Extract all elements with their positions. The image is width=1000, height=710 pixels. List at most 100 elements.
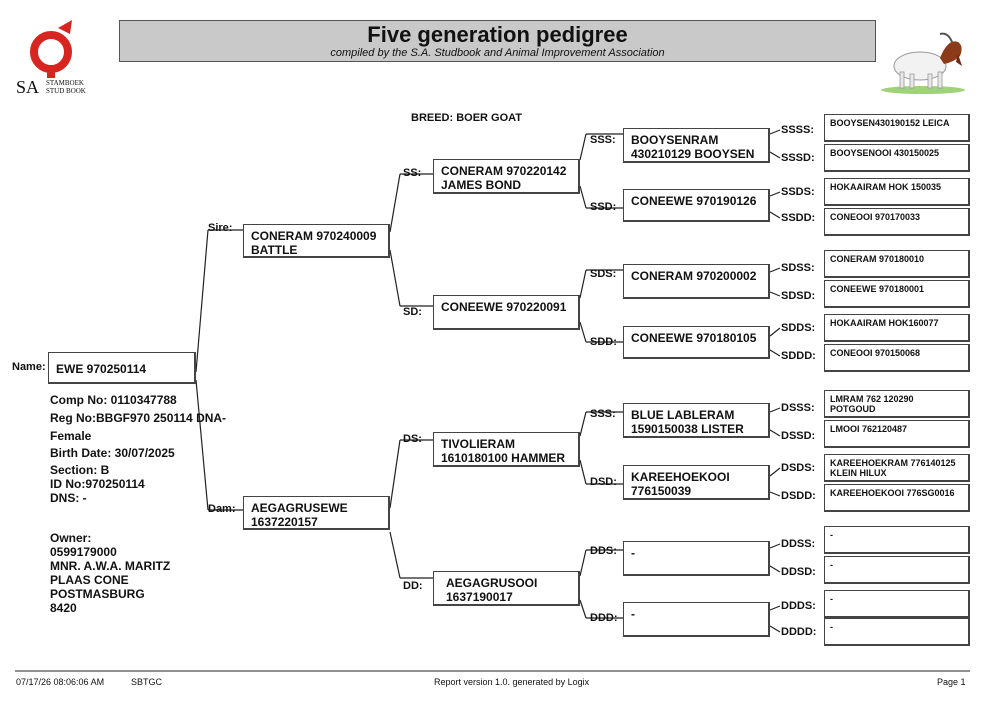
ds-box: TIVOLIERAM 1610180100 HAMMER bbox=[433, 432, 580, 467]
ss-label: SS: bbox=[403, 167, 422, 179]
dam-line1: AEGAGRUSEWE bbox=[251, 501, 348, 515]
dd-line2: 1637190017 bbox=[446, 590, 513, 604]
ss-box: CONERAM 970220142 JAMES BOND bbox=[433, 159, 580, 194]
ssd-line1: CONEEWE 970190126 bbox=[631, 194, 757, 208]
ds-line1: TIVOLIERAM bbox=[441, 437, 515, 451]
dd-box: AEGAGRUSOOI 1637190017 bbox=[433, 571, 580, 606]
ssd-label: SSD: bbox=[590, 201, 617, 213]
logo-line2: STUD BOOK bbox=[46, 87, 86, 95]
sex: Female bbox=[50, 429, 92, 443]
footer-page: Page 1 bbox=[937, 677, 966, 687]
ddd-box: - bbox=[623, 602, 770, 637]
sd-label: SD: bbox=[403, 306, 422, 318]
footer-datetime: 07/17/26 08:06:06 AM bbox=[16, 677, 105, 687]
sssd-line1: BOOYSENOOI 430150025 bbox=[830, 148, 940, 158]
sddd-box: CONEOOI 970150068 bbox=[824, 344, 970, 372]
dam-line2: 1637220157 bbox=[251, 515, 318, 529]
footer-code: SBTGC bbox=[131, 677, 163, 687]
sssd-label: SSSD: bbox=[781, 152, 815, 164]
sd-box: CONEEWE 970220091 bbox=[433, 295, 580, 330]
sire-line2: BATTLE bbox=[251, 243, 298, 257]
ddss-label: DDSS: bbox=[781, 538, 816, 550]
ssss-label: SSSS: bbox=[781, 124, 815, 136]
ss-line1: CONERAM 970220142 bbox=[441, 164, 567, 178]
dss-box: BLUE LABLERAM 1590150038 LISTER bbox=[623, 403, 770, 438]
ddds-label: DDDS: bbox=[781, 600, 816, 612]
dsd-box: KAREEHOEKOOI 776150039 bbox=[623, 465, 770, 500]
ddsd-line1: - bbox=[830, 560, 833, 570]
sdsd-label: SDSD: bbox=[781, 290, 816, 302]
title-banner: Five generation pedigree compiled by the… bbox=[119, 20, 876, 62]
sssd-box: BOOYSENOOI 430150025 bbox=[824, 144, 970, 172]
page-title: Five generation pedigree bbox=[367, 22, 628, 47]
dsd-line2: 776150039 bbox=[631, 484, 692, 498]
dam-label: Dam: bbox=[208, 503, 236, 515]
dssd-box: LMOOI 762120487 bbox=[824, 420, 970, 448]
sdsd-box: CONEEWE 970180001 bbox=[824, 280, 970, 308]
logo-sa-text: SA bbox=[16, 77, 40, 97]
ssds-line1: HOKAAIRAM HOK 150035 bbox=[830, 182, 942, 192]
studbook-logo: SA STAMBOEK STUD BOOK bbox=[14, 20, 104, 100]
owner-no: 0599179000 bbox=[50, 545, 117, 559]
ss-line2: JAMES BOND bbox=[441, 178, 522, 192]
sss-line2: 430210129 BOOYSEN bbox=[631, 147, 755, 161]
sdss-label: SDSS: bbox=[781, 262, 815, 274]
dss-label: SSS: bbox=[590, 408, 616, 420]
ddss-box: - bbox=[824, 526, 970, 554]
dddd-label: DDDD: bbox=[781, 626, 817, 638]
logo-line1: STAMBOEK bbox=[46, 79, 84, 87]
dsss-label: DSSS: bbox=[781, 402, 815, 414]
sire-label: Sire: bbox=[208, 222, 233, 234]
owner-postcode: 8420 bbox=[50, 601, 77, 615]
sss-box: BOOYSENRAM 430210129 BOOYSEN bbox=[623, 128, 770, 163]
dssd-line1: LMOOI 762120487 bbox=[830, 424, 908, 434]
sdd-line1: CONEEWE 970180105 bbox=[631, 331, 757, 345]
page-subtitle: compiled by the S.A. Studbook and Animal… bbox=[330, 47, 665, 59]
ssss-box: BOOYSEN430190152 LEICA bbox=[824, 114, 970, 142]
owner-address1: PLAAS CONE bbox=[50, 573, 129, 587]
footer-report: Report version 1.0. generated by Logix bbox=[434, 677, 590, 687]
dsdd-line1: KAREEHOEKOOI 776SG0016 bbox=[830, 488, 955, 498]
sds-box: CONERAM 970200002 bbox=[623, 264, 770, 299]
breed-label: BREED: BOER GOAT bbox=[411, 112, 523, 124]
dsdd-label: DSDD: bbox=[781, 490, 816, 502]
sds-line1: CONERAM 970200002 bbox=[631, 269, 757, 283]
dsds-line2: KLEIN HILUX bbox=[830, 468, 887, 478]
dds-box: - bbox=[623, 541, 770, 576]
sire-box: CONERAM 970240009 BATTLE bbox=[243, 224, 390, 258]
ssd-box: CONEEWE 970190126 bbox=[623, 189, 770, 222]
dddd-line1: - bbox=[830, 622, 833, 632]
subject-box: EWE 970250114 bbox=[48, 352, 196, 384]
ddds-line1: - bbox=[830, 594, 833, 604]
dsdd-box: KAREEHOEKOOI 776SG0016 bbox=[824, 484, 970, 512]
dsds-line1: KAREEHOEKRAM 776140125 bbox=[830, 458, 956, 468]
ssds-label: SSDS: bbox=[781, 186, 815, 198]
dd-label: DD: bbox=[403, 580, 423, 592]
section: Section: B bbox=[50, 463, 110, 477]
birth-date: Birth Date: 30/07/2025 bbox=[50, 446, 175, 460]
owner-label: Owner: bbox=[50, 531, 92, 545]
ds-line2: 1610180100 HAMMER bbox=[441, 451, 566, 465]
sdds-line1: HOKAAIRAM HOK160077 bbox=[830, 318, 939, 328]
ddss-line1: - bbox=[830, 530, 833, 540]
dssd-label: DSSD: bbox=[781, 430, 816, 442]
sdds-label: SDDS: bbox=[781, 322, 816, 334]
ddd-label: DDD: bbox=[590, 612, 618, 624]
ssdd-label: SSDD: bbox=[781, 212, 816, 224]
owner-name: MNR. A.W.A. MARITZ bbox=[50, 559, 171, 573]
sdss-box: CONERAM 970180010 bbox=[824, 250, 970, 278]
sdd-label: SDD: bbox=[590, 336, 617, 348]
goat-illustration bbox=[878, 28, 968, 94]
reg-no: Reg No:BBGF970 250114 DNA- bbox=[50, 411, 227, 425]
ssss-line1: BOOYSEN430190152 LEICA bbox=[830, 118, 950, 128]
sddd-label: SDDD: bbox=[781, 350, 816, 362]
comp-no: Comp No: 0110347788 bbox=[50, 393, 177, 407]
dss-line2: 1590150038 LISTER bbox=[631, 422, 744, 436]
dsd-line1: KAREEHOEKOOI bbox=[631, 470, 730, 484]
dddd-box: - bbox=[824, 618, 970, 646]
goat-icon bbox=[881, 32, 965, 94]
sdds-box: HOKAAIRAM HOK160077 bbox=[824, 314, 970, 342]
dsss-line2: POTGOUD bbox=[830, 404, 876, 414]
